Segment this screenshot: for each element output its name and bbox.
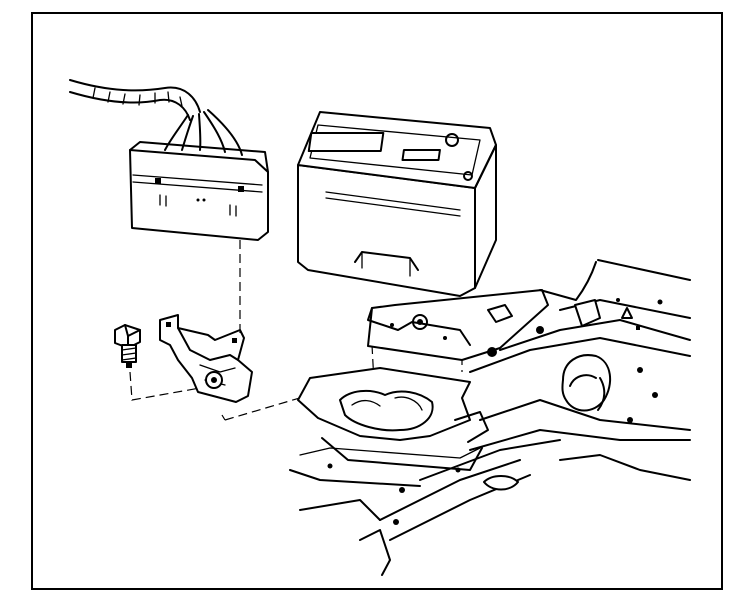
battery-tray	[297, 289, 549, 471]
battery	[297, 111, 497, 297]
mounting-bracket	[159, 314, 253, 403]
bolt	[114, 324, 141, 368]
vehicle-frame-rail	[289, 259, 691, 576]
junction-block	[129, 141, 269, 241]
